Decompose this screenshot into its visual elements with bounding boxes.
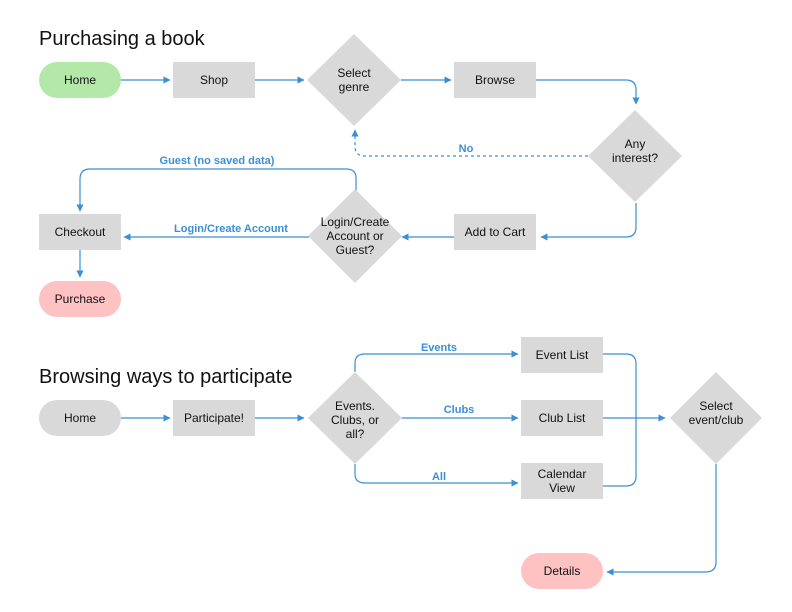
- node-any-interest-line1: Any: [625, 137, 646, 151]
- node-events-choice: Events. Clubs, or all?: [308, 372, 402, 464]
- flow2-title: Browsing ways to participate: [39, 366, 293, 388]
- node-any-interest: Any interest?: [588, 110, 682, 202]
- node-club-list-label: Club List: [539, 411, 586, 425]
- node-login-line1: Login/Create: [321, 215, 390, 229]
- node-calendar-line2: View: [549, 481, 575, 495]
- node-login-line3: Guest?: [336, 243, 375, 257]
- node-home2-label: Home: [64, 411, 96, 425]
- node-events-choice-line3: all?: [346, 427, 365, 441]
- node-any-interest-line2: interest?: [612, 151, 658, 165]
- node-browse-label: Browse: [475, 73, 515, 87]
- node-checkout: Checkout: [39, 214, 121, 250]
- node-select-genre-line1: Select: [337, 66, 371, 80]
- node-club-list: Club List: [521, 400, 603, 436]
- node-add-to-cart-label: Add to Cart: [465, 225, 526, 239]
- node-select-genre: Select genre: [307, 34, 401, 126]
- node-add-to-cart: Add to Cart: [454, 214, 536, 250]
- node-events-choice-line1: Events.: [335, 399, 375, 413]
- edge-label-guest: Guest (no saved data): [160, 155, 275, 167]
- node-event-list-label: Event List: [536, 348, 589, 362]
- edge-label-no: No: [459, 143, 474, 155]
- node-login-line2: Account or: [326, 229, 383, 243]
- node-purchase-label: Purchase: [55, 292, 106, 306]
- edge-label-clubs: Clubs: [444, 404, 475, 416]
- node-home-label: Home: [64, 73, 96, 87]
- node-shop: Shop: [173, 62, 255, 98]
- node-participate-label: Participate!: [184, 411, 244, 425]
- edge-label-all: All: [432, 471, 446, 483]
- node-login-or-guest: Login/Create Account or Guest?: [308, 189, 402, 283]
- node-events-choice-line2: Clubs, or: [331, 413, 379, 427]
- node-select-genre-line2: genre: [339, 80, 370, 94]
- node-select-event-line2: event/club: [689, 413, 744, 427]
- flow1-connectors: [76, 76, 640, 278]
- node-event-list: Event List: [521, 337, 603, 373]
- node-select-event-line1: Select: [699, 399, 733, 413]
- node-browse: Browse: [454, 62, 536, 98]
- node-calendar-view: Calendar View: [521, 463, 603, 499]
- node-home-start: Home: [39, 62, 121, 98]
- node-shop-label: Shop: [200, 73, 228, 87]
- edge-label-login-create: Login/Create Account: [174, 223, 288, 235]
- node-participate: Participate!: [173, 400, 255, 436]
- node-purchase-end: Purchase: [39, 281, 121, 317]
- node-checkout-label: Checkout: [55, 225, 106, 239]
- flow1-title: Purchasing a book: [39, 28, 205, 50]
- edge-label-events: Events: [421, 342, 457, 354]
- node-details-end: Details: [521, 553, 603, 589]
- flow2-connectors: [121, 350, 717, 576]
- node-select-event-club: Select event/club: [670, 372, 762, 464]
- node-calendar-line1: Calendar: [538, 467, 587, 481]
- node-details-label: Details: [544, 564, 581, 578]
- node-home-start-2: Home: [39, 400, 121, 436]
